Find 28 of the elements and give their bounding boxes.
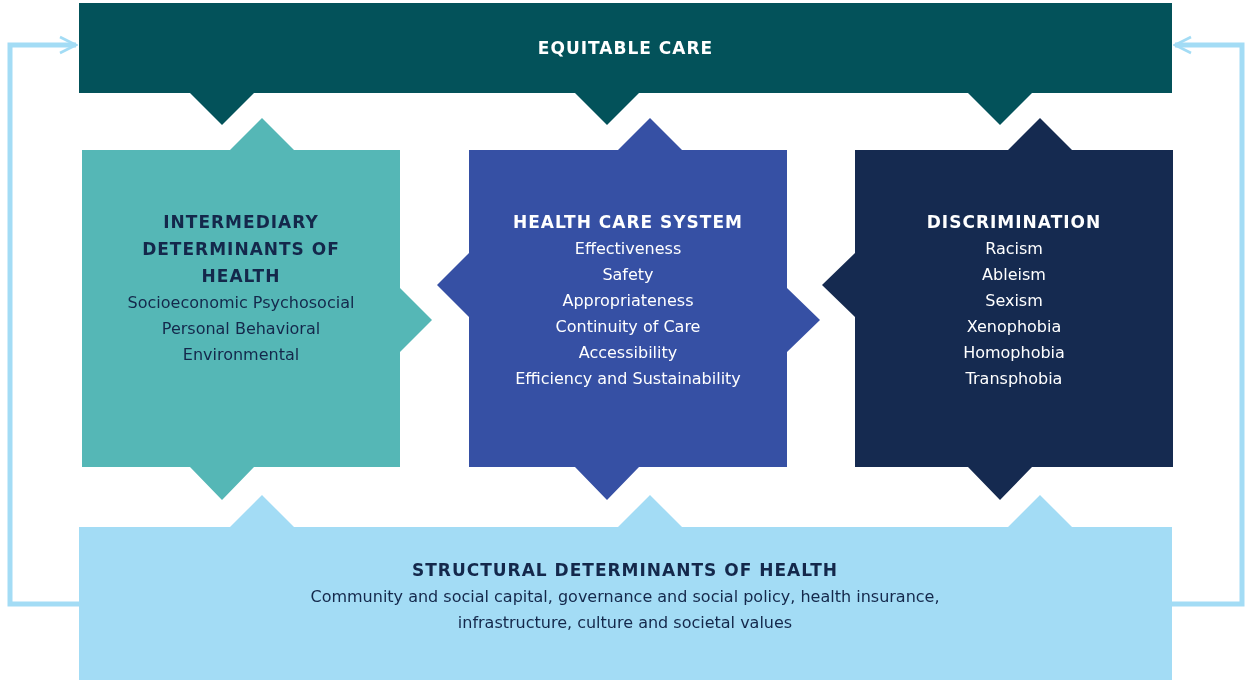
list-item: Environmental <box>182 344 300 366</box>
category-panel <box>82 118 432 500</box>
list-item: Safety <box>602 264 654 286</box>
list-item: Continuity of Care <box>555 316 701 338</box>
foundation-panel <box>79 495 1172 680</box>
list-item: Accessibility <box>578 342 678 364</box>
list-item: Xenophobia <box>966 316 1062 338</box>
list-item: Transphobia <box>965 368 1063 390</box>
banner-panel <box>79 3 1172 125</box>
list-item: Racism <box>985 238 1043 260</box>
list-item: Effectiveness <box>574 238 682 260</box>
list-item: Personal Behavioral <box>161 318 321 340</box>
panel-heading: HEALTH CARE SYSTEM <box>513 211 743 234</box>
panel-heading: EQUITABLE CARE <box>537 36 714 60</box>
list-item: Sexism <box>985 290 1043 312</box>
feedback-arrow <box>1172 35 1245 607</box>
list-item: Efficiency and Sustainability <box>515 368 741 390</box>
list-item: Homophobia <box>963 342 1065 364</box>
category-panel <box>822 118 1173 500</box>
list-item: Ableism <box>982 264 1046 286</box>
panel-heading: DISCRIMINATION <box>926 211 1102 234</box>
list-item: Socioeconomic Psychosocial <box>127 292 355 314</box>
panel-heading: STRUCTURAL DETERMINANTS OF HEALTH <box>411 559 839 582</box>
list-item: Appropriateness <box>562 290 694 312</box>
feedback-arrow <box>7 35 79 607</box>
panel-heading: INTERMEDIARY DETERMINANTS OF HEALTH <box>141 211 341 288</box>
category-panel <box>437 118 820 500</box>
panel-description: Community and social capital, governance and social policy, health insurance, infrastructure, culture and societal values <box>309 586 941 634</box>
